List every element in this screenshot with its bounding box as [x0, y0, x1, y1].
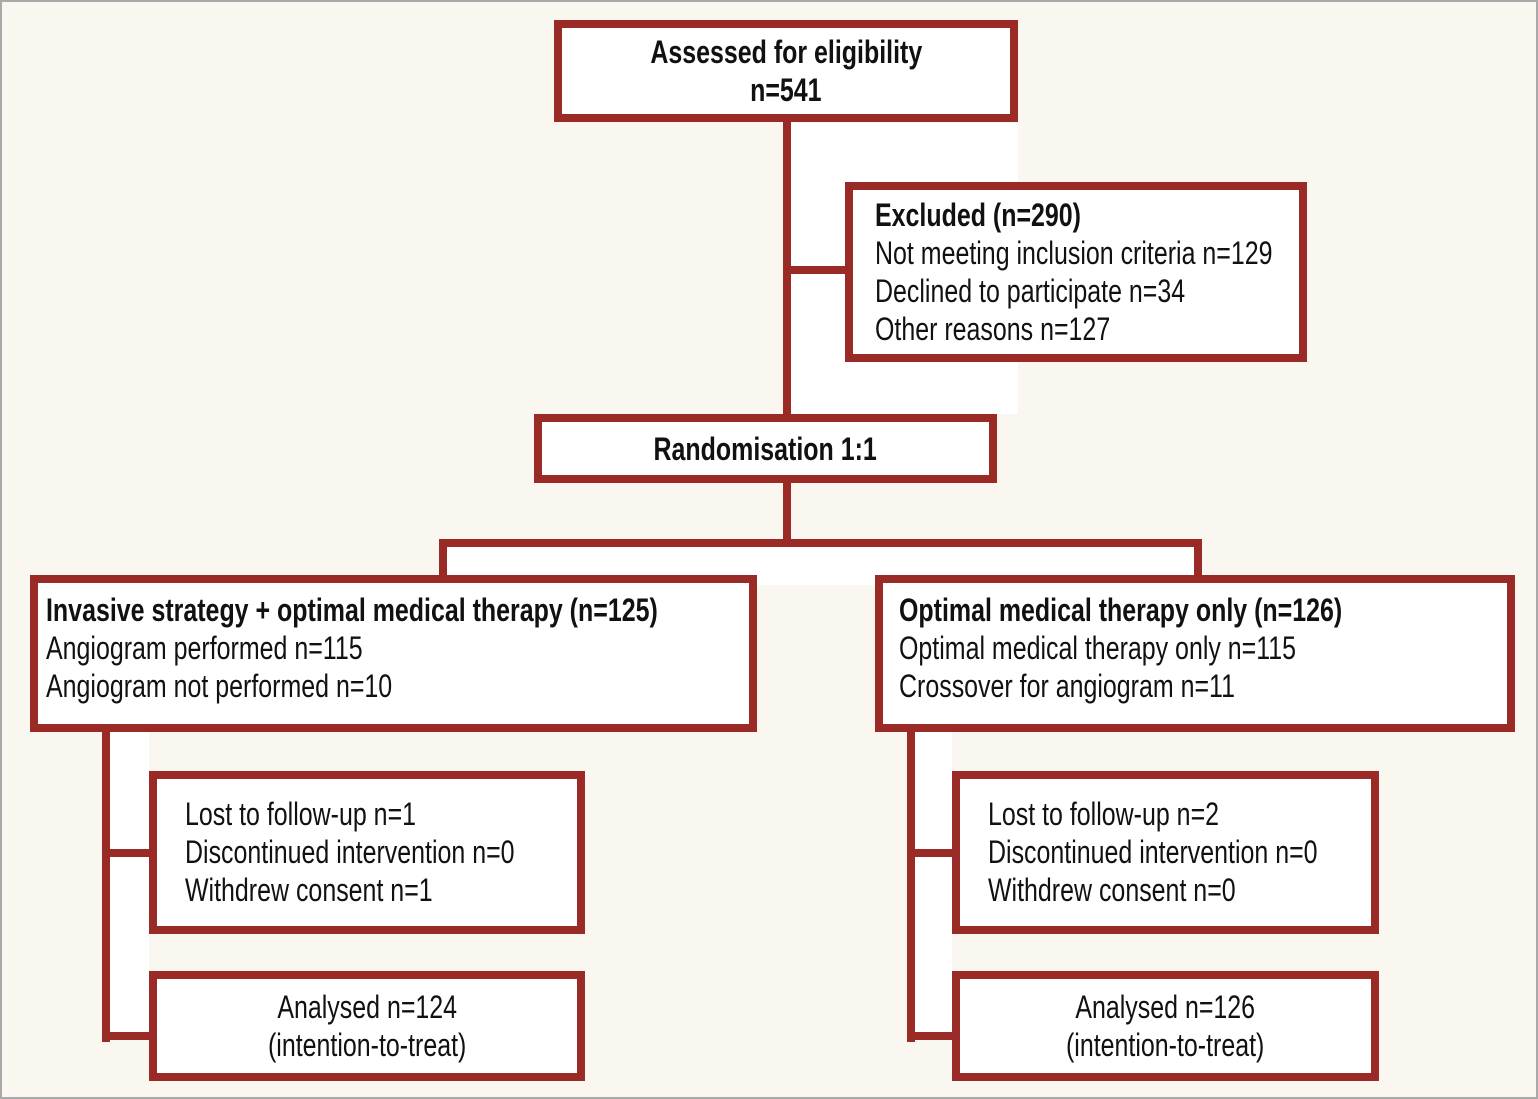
arm-invasive-item: Angiogram not performed n=10 — [46, 668, 393, 704]
analysed-invasive-line: Analysed n=124 — [277, 989, 457, 1025]
randomisation-box: Randomisation 1:1 — [534, 414, 997, 483]
followup-omt-item: Withdrew consent n=0 — [988, 872, 1236, 908]
arm-invasive-title: Invasive strategy + optimal medical ther… — [46, 592, 658, 628]
excluded-box: Excluded (n=290) Not meeting inclusion c… — [845, 182, 1307, 362]
arm-invasive-box: Invasive strategy + optimal medical ther… — [30, 575, 757, 732]
followup-omt-item: Lost to follow-up n=2 — [988, 796, 1220, 832]
randomisation-title: Randomisation 1:1 — [653, 430, 878, 467]
analysed-invasive-box: Analysed n=124 (intention-to-treat) — [149, 971, 585, 1081]
arm-omt-title: Optimal medical therapy only (n=126) — [899, 592, 1343, 628]
connector-branch-to-excluded — [783, 266, 845, 274]
connector-right-analysed-stub — [907, 1032, 952, 1040]
assessed-box: Assessed for eligibility n=541 — [554, 20, 1018, 122]
analysed-omt-line: Analysed n=126 — [1075, 989, 1256, 1025]
followup-invasive-item: Lost to follow-up n=1 — [185, 796, 417, 832]
connector-right-arm-vertical — [907, 728, 915, 1042]
analysed-omt-line: (intention-to-treat) — [1066, 1027, 1265, 1063]
analysed-omt-box: Analysed n=126 (intention-to-treat) — [952, 971, 1379, 1081]
connector-white-channel-left — [110, 728, 149, 1034]
arm-omt-item: Optimal medical therapy only n=115 — [899, 630, 1297, 666]
assessed-title: Assessed for eligibility — [650, 34, 922, 70]
connector-right-followup-stub — [907, 849, 952, 857]
followup-omt-item: Discontinued intervention n=0 — [988, 834, 1318, 870]
followup-invasive-box: Lost to follow-up n=1 Discontinued inter… — [149, 771, 585, 934]
connector-randomisation-to-split — [783, 481, 791, 543]
followup-omt-box: Lost to follow-up n=2 Discontinued inter… — [952, 771, 1379, 934]
excluded-item: Declined to participate n=34 — [875, 273, 1186, 309]
connector-white-channel-right — [915, 728, 952, 1034]
excluded-item: Other reasons n=127 — [875, 311, 1111, 347]
analysed-invasive-line: (intention-to-treat) — [267, 1027, 467, 1063]
assessed-n: n=541 — [750, 72, 822, 108]
connector-left-analysed-stub — [102, 1032, 149, 1040]
excluded-item: Not meeting inclusion criteria n=129 — [875, 235, 1273, 271]
connector-left-arm-vertical — [102, 728, 110, 1042]
excluded-title: Excluded (n=290) — [875, 197, 1081, 233]
connector-left-followup-stub — [102, 849, 149, 857]
arm-omt-item: Crossover for angiogram n=11 — [899, 668, 1235, 704]
followup-invasive-item: Discontinued intervention n=0 — [185, 834, 515, 870]
arm-omt-box: Optimal medical therapy only (n=126) Opt… — [875, 575, 1515, 732]
arm-invasive-item: Angiogram performed n=115 — [46, 630, 363, 666]
followup-invasive-item: Withdrew consent n=1 — [185, 872, 433, 908]
